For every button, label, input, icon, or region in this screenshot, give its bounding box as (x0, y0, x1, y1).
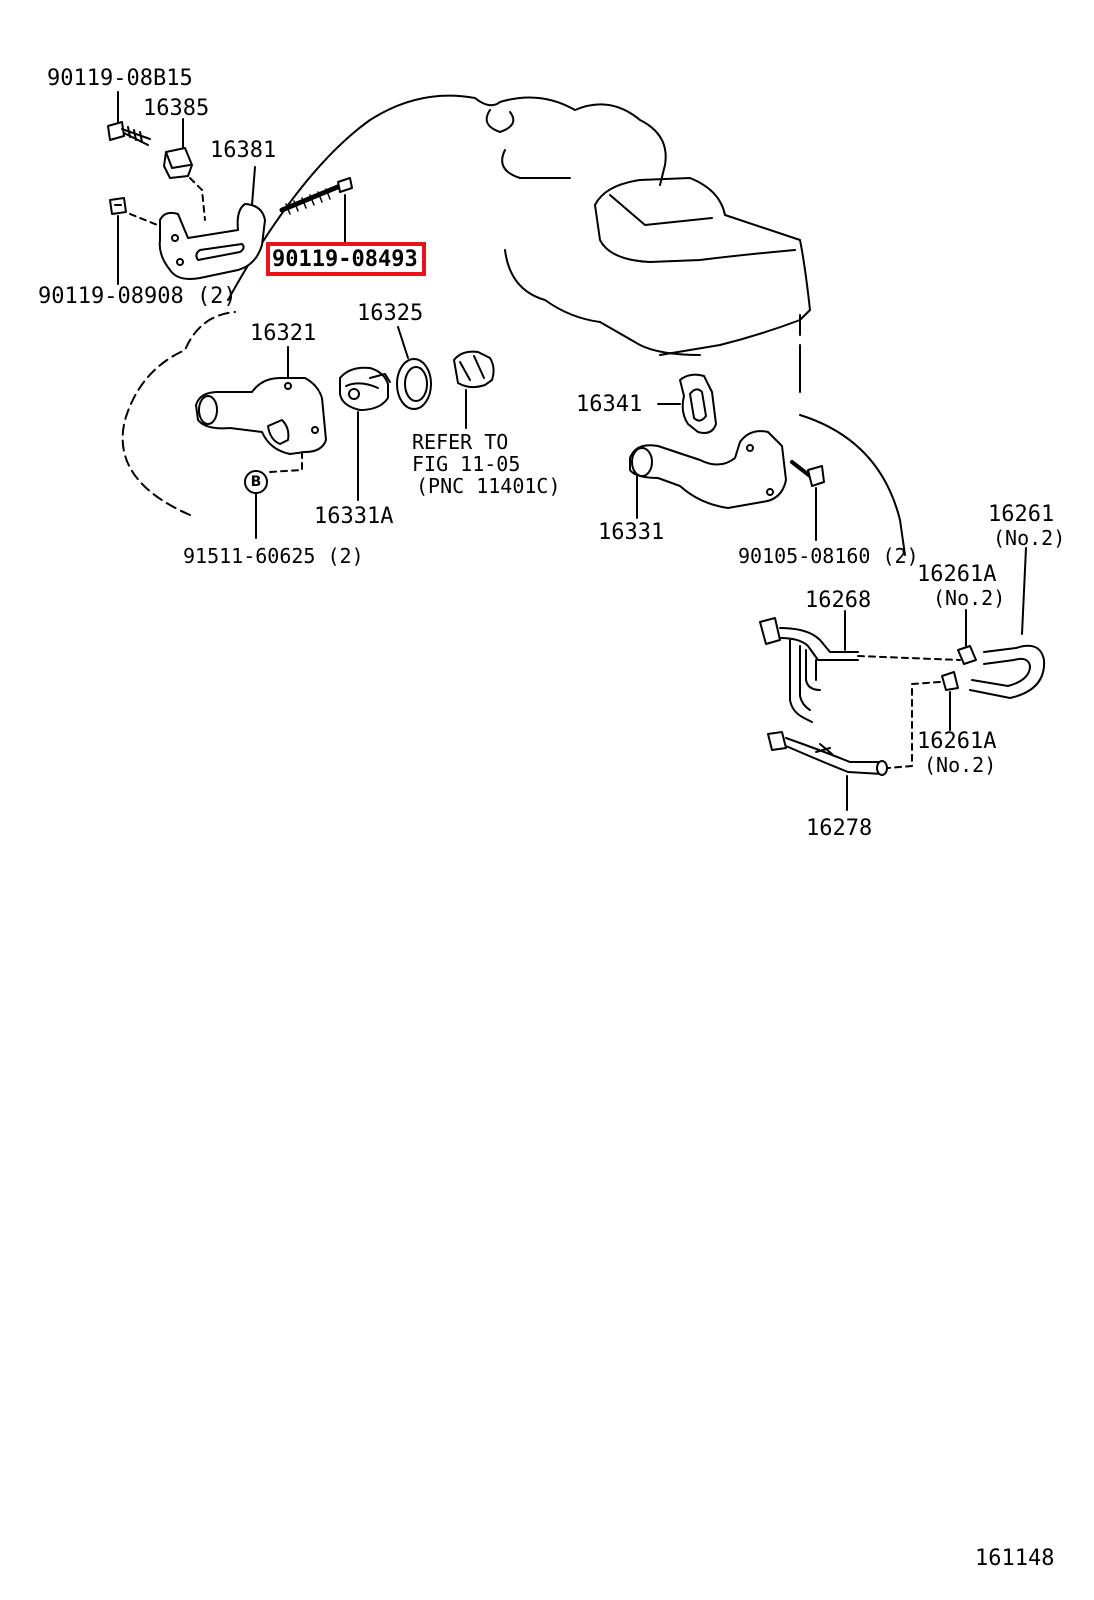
b-marker-icon: B (244, 470, 268, 494)
label-16261a-bottom-no2: (No.2) (924, 753, 997, 777)
label-16331a: 16331A (314, 504, 394, 529)
gasket-16341 (657, 373, 717, 434)
label-16261a-bottom: 16261A (917, 729, 997, 754)
housing-16321 (195, 346, 327, 473)
engine-head-block (594, 177, 811, 393)
pipe-16268 (759, 610, 961, 723)
bolt-90105-08160 (790, 460, 825, 541)
label-90119-08493-highlighted[interactable]: 90119-08493 (272, 247, 418, 272)
label-16261a-top: 16261A (917, 562, 997, 587)
label-16325: 16325 (357, 301, 424, 326)
label-16321: 16321 (250, 321, 317, 346)
clip-16385 (163, 118, 206, 221)
gasket-16325 (396, 326, 432, 410)
bolt-90119-08b15 (107, 91, 151, 146)
sleeve-part (453, 350, 495, 429)
bolt-90119-08908 (109, 197, 161, 285)
label-refer-line-3: (PNC 11401C) (416, 474, 561, 498)
label-refer-line-2: FIG 11-05 (412, 452, 521, 476)
label-16261: 16261 (988, 502, 1055, 527)
label-16278: 16278 (806, 816, 873, 841)
label-16381: 16381 (210, 138, 277, 163)
clamp-16261a-top (957, 609, 977, 665)
label-90119-08b15: 90119-08B15 (47, 66, 193, 91)
thermostat-16331a (339, 366, 391, 501)
figure-id: 161148 (975, 1546, 1055, 1571)
engine-outline (121, 94, 906, 556)
bracket-16381 (158, 166, 266, 280)
label-90119-08908: 90119-08908 (2) (38, 284, 237, 309)
label-16385: 16385 (143, 96, 210, 121)
hose-16261 (969, 547, 1046, 699)
label-16261a-top-no2: (No.2) (933, 586, 1006, 610)
label-16268: 16268 (805, 588, 872, 613)
label-16331: 16331 (598, 520, 665, 545)
label-91511-60625: 91511-60625 (2) (183, 544, 364, 568)
highlight-box (266, 242, 426, 276)
label-refer-line-1: REFER TO (412, 430, 509, 454)
label-16341: 16341 (576, 392, 643, 417)
label-16261-no2: (No.2) (993, 526, 1066, 550)
pipe-16278 (767, 731, 888, 811)
outlet-16331 (629, 430, 787, 519)
stud-90119-08493 (279, 177, 353, 243)
label-90105-08160: 90105-08160 (2) (738, 544, 919, 568)
clamp-16261a-bottom (887, 671, 959, 769)
